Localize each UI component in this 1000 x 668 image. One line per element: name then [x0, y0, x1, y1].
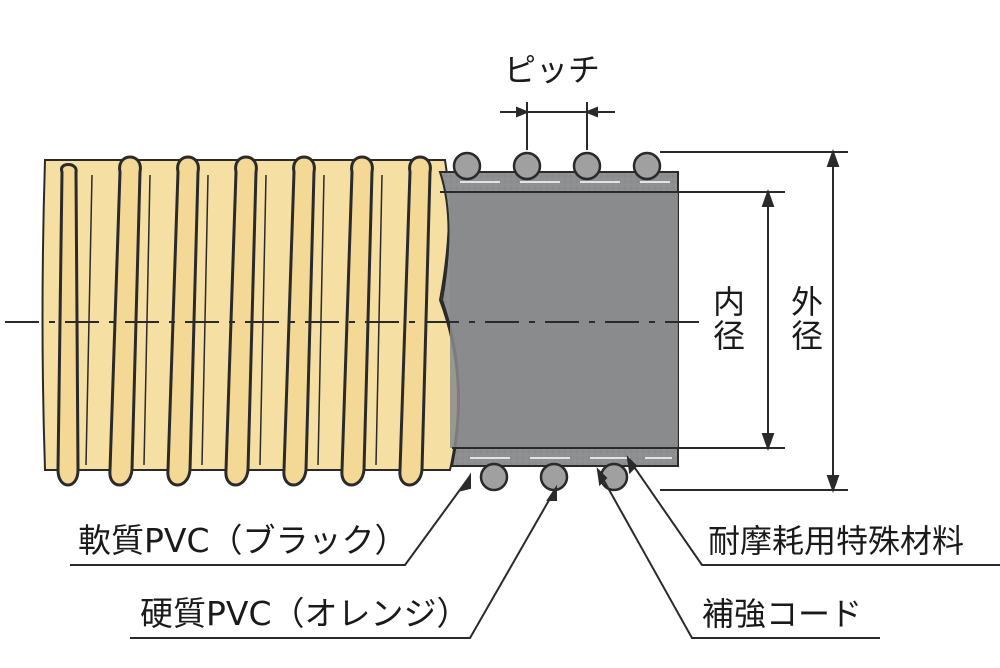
- outer-diameter-dimension: [660, 149, 848, 493]
- reinforcing-cord-label: 補強コード: [702, 595, 863, 633]
- spiral-sections-top: [452, 151, 662, 181]
- hard-pvc-label: 硬質PVC（オレンジ）: [140, 594, 470, 633]
- hose-spiral-highlights: [85, 174, 383, 466]
- hose-inner-bore: [450, 192, 678, 448]
- reinforcing-cord-lines: [460, 181, 672, 459]
- leader-hard-pvc: [130, 484, 557, 639]
- leader-reinforcing-cord: [596, 467, 880, 639]
- leader-soft-pvc: [70, 472, 471, 566]
- inner-diameter-label: 内径: [712, 283, 745, 355]
- pitch-label: ピッチ: [504, 51, 601, 89]
- leader-wear-material: [626, 455, 1000, 566]
- spiral-sections-bottom: [479, 462, 629, 492]
- pitch-dimension: [500, 102, 615, 150]
- outer-diameter-label: 外径: [790, 283, 823, 355]
- soft-pvc-label: 軟質PVC（ブラック）: [78, 521, 408, 560]
- inner-diameter-dimension: [678, 189, 785, 451]
- wear-material-label: 耐摩耗用特殊材料: [708, 522, 965, 560]
